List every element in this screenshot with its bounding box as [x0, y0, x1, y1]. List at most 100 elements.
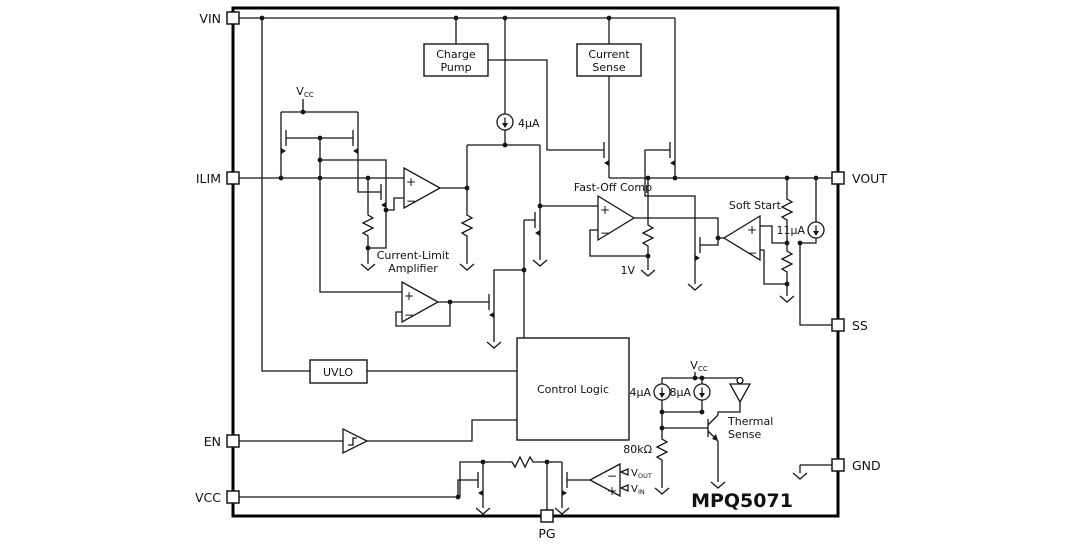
pg-comparator: − +: [588, 462, 629, 498]
resistor-80k: [656, 435, 668, 464]
current-source-11ua: [807, 221, 825, 239]
ground-icon: [360, 255, 376, 271]
ilim-sense-fet: [369, 173, 387, 211]
fast-off-comparator: + −: [597, 194, 636, 242]
plus-sign: +: [404, 289, 414, 303]
thermal-sense-bjt: [697, 414, 719, 442]
pin-vout: VOUT: [831, 171, 887, 186]
pin-label-ss: SS: [852, 318, 868, 333]
pg-pullup-fet: [466, 461, 484, 499]
soft-start-amplifier: + −: [722, 214, 761, 262]
pin-vin: VIN: [199, 11, 240, 26]
pin-pg: PG: [538, 509, 556, 541]
ground-icon: [792, 464, 808, 480]
ground-icon: [486, 333, 502, 349]
pg-vout-label-sub: OUT: [638, 472, 652, 480]
ground-icon: [554, 499, 570, 515]
current-limit-amp-label: Amplifier: [388, 262, 438, 275]
vcc-net-label-sub: CC: [304, 91, 314, 99]
pg-pulldown-fet: [561, 461, 579, 499]
gate-drive-fet: [694, 226, 712, 264]
resistor-soft-start-bottom: [781, 247, 793, 276]
soft-start-label: Soft Start: [729, 199, 782, 212]
minus-sign: −: [747, 246, 757, 260]
fast-off-comp-label: Fast-Off Comp: [574, 181, 652, 194]
wires: [239, 17, 832, 510]
current-source-8ua: [693, 383, 711, 401]
vcc-net-label-sub: CC: [698, 365, 708, 373]
current-limit-amp-label: Current-Limit: [377, 249, 450, 262]
ground-icon: [640, 261, 656, 277]
bias-8ua-label: 8µA: [669, 386, 691, 399]
pmos-mirror-left: [280, 119, 298, 157]
ground-icon: [710, 473, 726, 489]
uvlo-block: UVLO: [309, 359, 368, 384]
current-sense-block: Current Sense: [576, 43, 642, 77]
current-source-4ua-bottom: [653, 383, 671, 401]
minus-sign: −: [406, 194, 416, 208]
control-logic-block: Control Logic: [516, 337, 630, 441]
plus-sign: +: [406, 175, 416, 189]
net-labels: V CC 4µA Fast-Off Comp Soft Start 11µA C…: [296, 85, 805, 512]
current-limit-amplifier: + −: [401, 280, 440, 324]
resistor-soft-start-top: [781, 195, 793, 224]
resistor-ilim: [362, 211, 374, 240]
input-arrow-icon: [619, 484, 629, 492]
pin-ss: SS: [831, 318, 868, 333]
fast-off-fet: [523, 201, 541, 239]
pg-vin-label: V: [631, 484, 638, 495]
sense-fet: [592, 131, 610, 169]
pin-label-ilim: ILIM: [196, 171, 221, 186]
ground-icon: [687, 275, 703, 291]
res-80k-label: 80kΩ: [623, 443, 652, 456]
junction-dots: [259, 15, 819, 500]
pin-label-pg: PG: [538, 526, 555, 541]
plus-sign: +: [747, 223, 757, 237]
uvlo-label: UVLO: [323, 366, 353, 379]
pass-fet: [658, 131, 676, 169]
charge-pump-label: Charge: [436, 48, 476, 61]
resistor-pg: [508, 456, 537, 468]
bias-11ua-label: 11µA: [776, 224, 805, 237]
hysteresis-icon: [348, 437, 357, 446]
charge-pump-block: Charge Pump: [423, 43, 489, 77]
vcc-net-label: V: [690, 359, 698, 372]
inverter-bubble: [736, 376, 744, 385]
ref-1v-label: 1V: [620, 264, 635, 277]
minus-sign: −: [607, 469, 617, 483]
ground-icon: [459, 255, 475, 271]
ground-icon: [475, 499, 491, 515]
thermal-sense-label: Thermal: [727, 415, 773, 428]
chip-border: [231, 6, 840, 518]
pmos-mirror-right: [341, 119, 359, 157]
bias-4ua-bottom-label: 4µA: [629, 386, 651, 399]
ground-icon: [532, 251, 548, 267]
ground-icon: [654, 479, 670, 495]
bias-4ua-top-label: 4µA: [518, 117, 540, 130]
current-limit-pulldown-fet: [477, 283, 495, 321]
pin-label-vcc: VCC: [195, 490, 221, 505]
current-source-4ua-top: [496, 113, 514, 131]
pg-vin-label-sub: IN: [638, 488, 645, 496]
thermal-sense-label: Sense: [728, 428, 761, 441]
current-sense-label: Sense: [592, 61, 625, 74]
resistor-1v-ref: [642, 221, 654, 250]
part-number: MPQ5071: [691, 490, 793, 512]
thermal-inverter: [728, 376, 752, 404]
pg-vout-label: V: [631, 468, 638, 479]
pin-label-gnd: GND: [852, 458, 881, 473]
minus-sign: −: [404, 308, 414, 322]
charge-pump-label: Pump: [440, 61, 471, 74]
minus-sign: −: [600, 226, 610, 240]
pin-label-vout: VOUT: [852, 171, 887, 186]
resistor-bias: [461, 211, 473, 240]
ground-icon: [779, 287, 795, 303]
input-arrow-icon: [619, 468, 629, 476]
control-logic-label: Control Logic: [537, 383, 609, 396]
pin-label-vin: VIN: [199, 11, 221, 26]
current-mirror-amp: + −: [403, 166, 442, 210]
current-sense-label: Current: [588, 48, 630, 61]
pin-vcc: VCC: [195, 490, 240, 505]
pin-gnd: GND: [831, 458, 881, 473]
